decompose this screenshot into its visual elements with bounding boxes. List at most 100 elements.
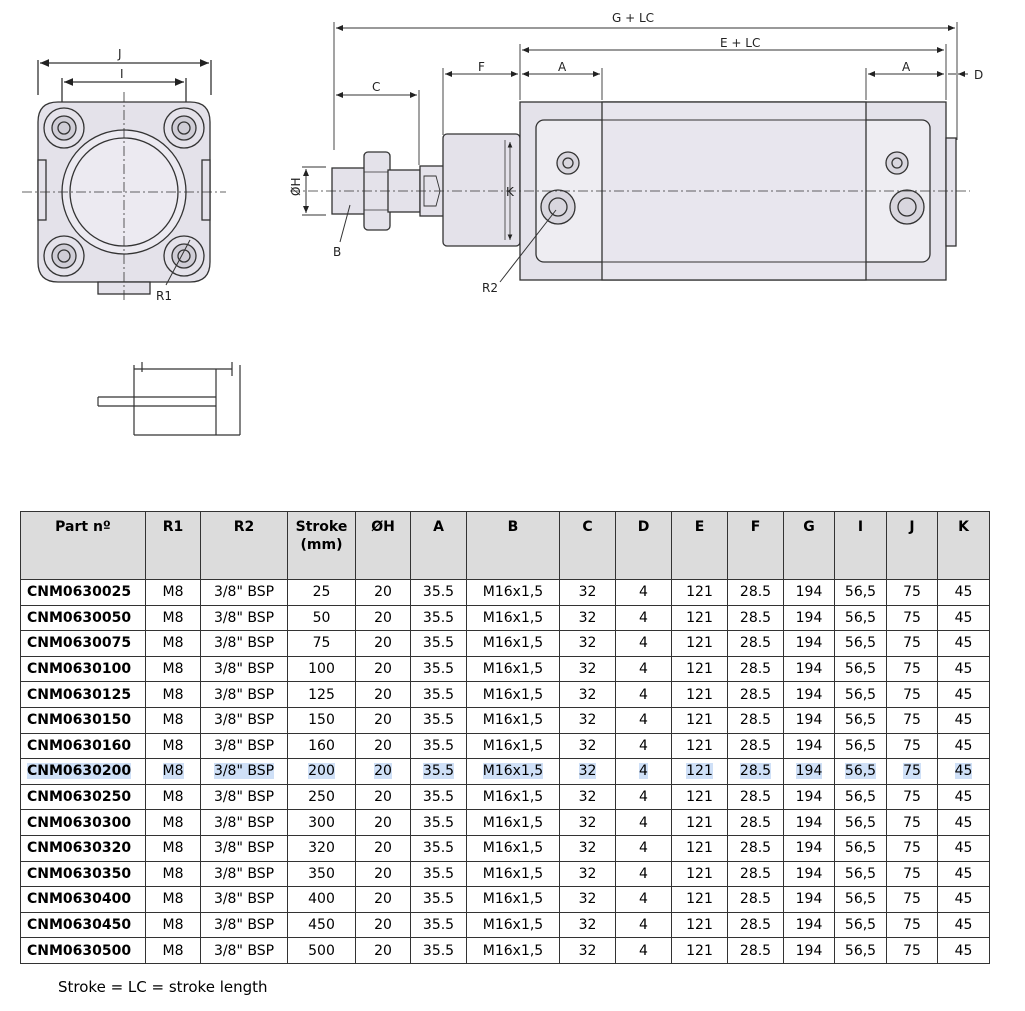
cell-text: M8: [162, 763, 184, 780]
cell-text: 350: [308, 865, 335, 882]
table-cell: 20: [355, 911, 411, 939]
table-cell: 75: [886, 706, 938, 734]
cell-text: 121: [686, 942, 713, 959]
table-cell: 35.5: [410, 681, 467, 708]
table-cell: 56,5: [834, 834, 887, 862]
cell-text: 121: [686, 609, 713, 626]
column-header: C: [559, 511, 616, 580]
cell-text: 194: [795, 686, 823, 703]
cell-text: 121: [686, 789, 713, 806]
cell-text: 121: [686, 917, 713, 934]
part-number-cell: CNM0630500: [20, 937, 146, 964]
cell-text: 4: [639, 865, 648, 882]
table-cell: 32: [559, 834, 616, 862]
small-schematic: [97, 362, 241, 436]
table-cell: 4: [615, 860, 672, 888]
column-header: B: [466, 511, 560, 580]
table-cell: 50: [287, 604, 356, 632]
cell-text: 194: [795, 712, 823, 729]
table-cell: 35.5: [410, 630, 467, 657]
table-cell: 4: [615, 630, 672, 657]
cell-text: 56,5: [844, 942, 877, 959]
table-cell: 75: [886, 783, 938, 811]
table-cell: 194: [783, 758, 835, 785]
cell-text: 121: [686, 635, 713, 652]
cell-text: M16x1,5: [482, 942, 544, 959]
cell-text: M8: [162, 942, 184, 959]
cell-text: 35.5: [422, 737, 455, 754]
cell-text: 45: [954, 789, 973, 806]
cell-text: 56,5: [844, 737, 877, 754]
cell-text: 75: [903, 661, 921, 678]
cell-text: 35.5: [422, 891, 455, 908]
table-cell: 32: [559, 860, 616, 888]
table-cell: 3/8" BSP: [200, 732, 288, 760]
table-cell: 75: [886, 834, 938, 862]
table-cell: 4: [615, 809, 672, 836]
table-cell: 56,5: [834, 681, 887, 708]
cell-text: 35.5: [422, 584, 455, 601]
cell-text: 121: [686, 763, 713, 780]
part-number-cell: CNM0630025: [20, 579, 146, 606]
cell-text: M8: [162, 712, 184, 729]
cell-text: 32: [578, 686, 597, 703]
stroke-note: Stroke = LC = stroke length: [58, 978, 268, 996]
cell-text: 125: [308, 686, 335, 703]
part-number-cell: CNM0630100: [20, 655, 146, 683]
cell-text: 56,5: [844, 763, 877, 780]
cell-text: 3/8" BSP: [213, 686, 275, 703]
table-cell: 3/8" BSP: [200, 809, 288, 836]
table-cell: 32: [559, 886, 616, 913]
table-cell: 35.5: [410, 886, 467, 913]
cell-text: 32: [578, 737, 597, 754]
table-cell: 4: [615, 911, 672, 939]
cell-text: CNM0630125: [27, 686, 132, 703]
table-cell: 28.5: [727, 732, 784, 760]
label-g-lc: G + LC: [612, 11, 654, 25]
cell-text: 3/8" BSP: [213, 763, 275, 780]
table-cell: 45: [937, 937, 990, 964]
table-cell: M16x1,5: [466, 655, 560, 683]
table-cell: 45: [937, 860, 990, 888]
cell-text: 3/8" BSP: [213, 917, 275, 934]
table-cell: M16x1,5: [466, 630, 560, 657]
table-cell: M16x1,5: [466, 706, 560, 734]
table-cell: 75: [886, 937, 938, 964]
table-cell: 32: [559, 783, 616, 811]
table-cell: 75: [886, 579, 938, 606]
cell-text: CNM0630075: [27, 635, 132, 652]
label-k: K: [506, 185, 515, 199]
cell-text: CNM0630150: [27, 712, 132, 729]
table-cell: 75: [886, 630, 938, 657]
table-cell: 45: [937, 732, 990, 760]
cell-text: M16x1,5: [482, 917, 544, 934]
cell-text: 45: [954, 865, 973, 882]
table-cell: 56,5: [834, 579, 887, 606]
cell-text: 121: [686, 686, 713, 703]
table-cell: 4: [615, 706, 672, 734]
cell-text: 32: [578, 661, 597, 678]
cell-text: 28.5: [739, 789, 772, 806]
cell-text: 320: [308, 840, 335, 857]
cell-text: M16x1,5: [482, 737, 544, 754]
label-b: B: [333, 245, 341, 259]
label-c: C: [372, 80, 380, 94]
cell-text: 56,5: [844, 584, 877, 601]
part-number-cell: CNM0630075: [20, 630, 146, 657]
cell-text: 20: [374, 737, 392, 754]
table-cell: 4: [615, 834, 672, 862]
cell-text: 28.5: [739, 686, 772, 703]
table-cell: M8: [145, 655, 201, 683]
cell-text: 4: [639, 763, 648, 780]
table-cell: 35.5: [410, 809, 467, 836]
table-cell: 20: [355, 937, 411, 964]
table-cell: 121: [671, 604, 728, 632]
table-cell: 20: [355, 809, 411, 836]
cell-text: 121: [686, 584, 713, 601]
